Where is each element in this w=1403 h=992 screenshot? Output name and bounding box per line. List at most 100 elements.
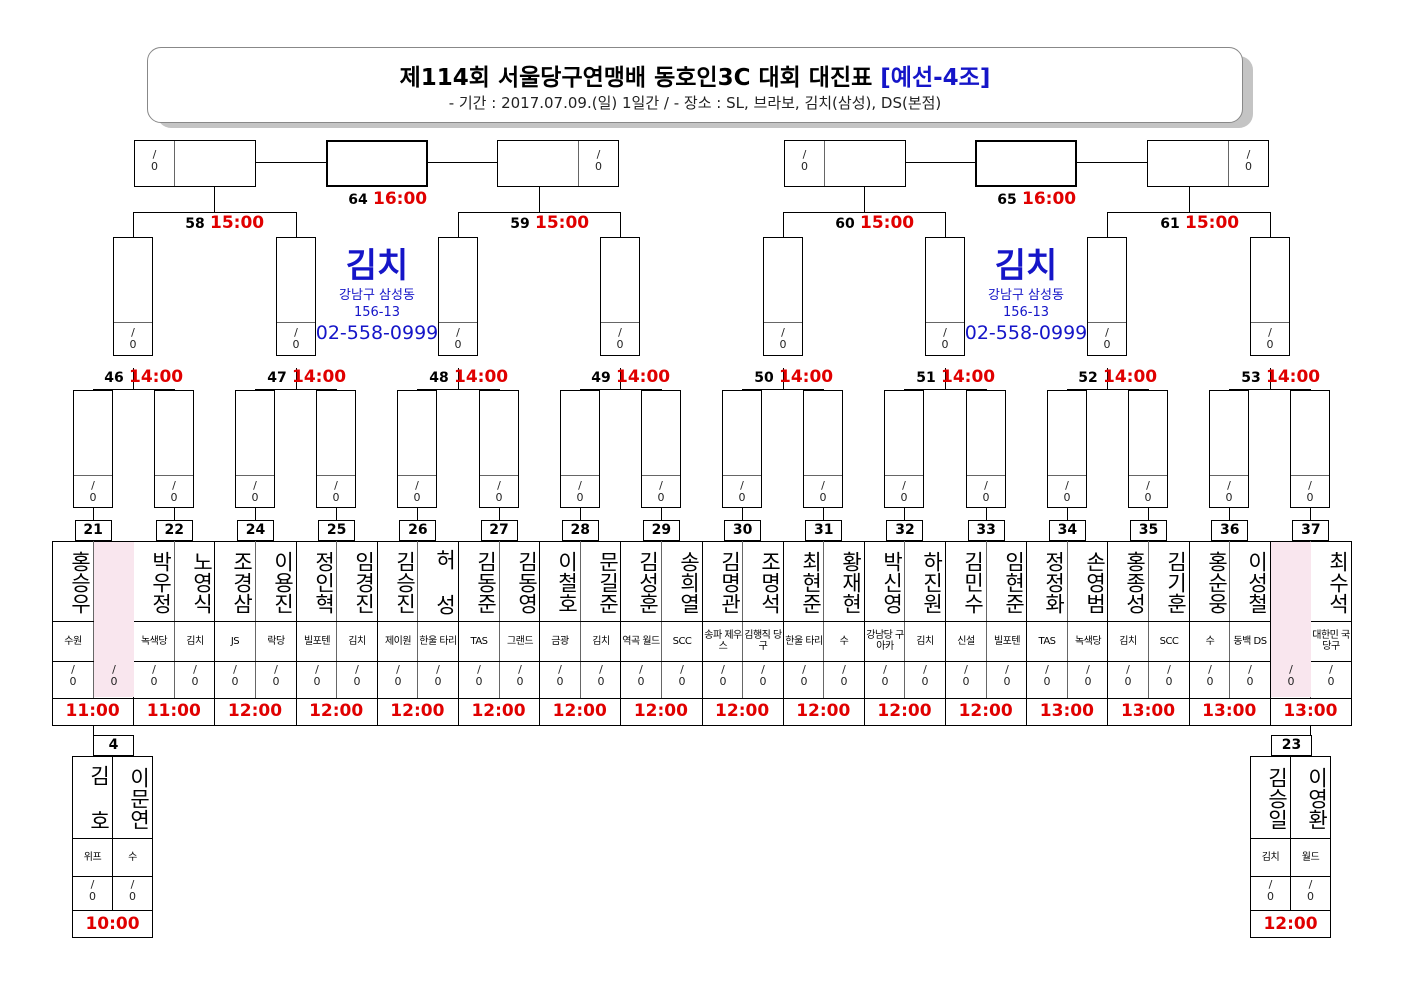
score-cell[interactable]: / 0 (1246, 663, 1254, 688)
score-cell[interactable]: / 0 (1003, 663, 1011, 688)
score-cell[interactable]: / 0 (495, 479, 503, 504)
winner-slot[interactable] (397, 390, 437, 508)
score-cell[interactable]: / 0 (1225, 479, 1233, 504)
winner-slot[interactable] (1128, 390, 1168, 508)
winner-slot[interactable] (1087, 237, 1127, 356)
score-cell[interactable]: / 0 (719, 663, 727, 688)
score-cell[interactable]: / 0 (413, 479, 421, 504)
score-cell[interactable]: / 0 (434, 663, 442, 688)
score-cell[interactable]: / 0 (941, 326, 949, 351)
winner-slot[interactable] (1250, 237, 1290, 356)
score-cell[interactable]: / 0 (556, 663, 564, 688)
score-cell[interactable]: / 0 (1063, 479, 1071, 504)
score-cell[interactable]: / 0 (394, 663, 402, 688)
score-cell[interactable]: / 0 (1307, 878, 1314, 903)
score-cell[interactable]: / 0 (637, 663, 645, 688)
score-cell[interactable]: / 0 (1144, 479, 1152, 504)
winner-slot[interactable] (600, 237, 640, 356)
score-cell[interactable]: / 0 (89, 878, 96, 903)
score-cell[interactable]: / 0 (1266, 326, 1274, 351)
player-name: 김 호 (87, 765, 111, 831)
match-number: 27 (480, 520, 518, 541)
winner-slot[interactable] (235, 390, 275, 508)
score-cell[interactable]: / 0 (595, 148, 602, 173)
score-cell[interactable]: / 0 (1206, 663, 1214, 688)
winner-slot[interactable] (784, 140, 906, 187)
winner-slot[interactable] (73, 390, 113, 508)
score-cell[interactable]: / 0 (129, 878, 136, 903)
winner-slot[interactable] (641, 390, 681, 508)
player-name: 김민수 (961, 550, 985, 614)
grid-line (580, 541, 581, 698)
winner-slot[interactable] (134, 140, 256, 187)
score-cell[interactable]: / 0 (900, 479, 908, 504)
winner-slot[interactable] (113, 237, 153, 356)
winner-slot[interactable] (276, 237, 316, 356)
score-cell[interactable]: / 0 (1165, 663, 1173, 688)
score-cell[interactable]: / 0 (89, 479, 97, 504)
winner-slot[interactable] (497, 140, 619, 187)
score-cell[interactable]: / 0 (231, 663, 239, 688)
score-cell[interactable]: / 0 (454, 326, 462, 351)
score-cell[interactable]: / 0 (110, 663, 118, 688)
score-cell[interactable]: / 0 (516, 663, 524, 688)
winner-slot[interactable] (438, 237, 478, 356)
winner-slot[interactable] (479, 390, 519, 508)
score-cell[interactable]: / 0 (881, 663, 889, 688)
winner-slot[interactable] (1047, 390, 1087, 508)
score-cell[interactable]: / 0 (616, 326, 624, 351)
score-cell[interactable]: / 0 (1084, 663, 1092, 688)
winner-slot[interactable] (975, 140, 1077, 187)
winner-slot[interactable] (154, 390, 194, 508)
score-cell[interactable]: / 0 (840, 663, 848, 688)
score-cell[interactable]: / 0 (150, 663, 158, 688)
score-cell[interactable]: / 0 (332, 479, 340, 504)
score-cell[interactable]: / 0 (1043, 663, 1051, 688)
score-cell[interactable]: / 0 (678, 663, 686, 688)
winner-slot[interactable] (884, 390, 924, 508)
score-cell[interactable]: / 0 (170, 479, 178, 504)
score-cell[interactable]: / 0 (819, 479, 827, 504)
winner-slot[interactable] (560, 390, 600, 508)
score-cell[interactable]: / 0 (759, 663, 767, 688)
score-cell[interactable]: / 0 (921, 663, 929, 688)
score-cell[interactable]: / 0 (1245, 148, 1252, 173)
score-cell[interactable]: / 0 (1124, 663, 1132, 688)
winner-slot[interactable] (803, 390, 843, 508)
score-cell[interactable]: / 0 (597, 663, 605, 688)
score-cell[interactable]: / 0 (313, 663, 321, 688)
score-cell[interactable]: / 0 (800, 663, 808, 688)
score-cell[interactable]: / 0 (191, 663, 199, 688)
winner-slot[interactable] (966, 390, 1006, 508)
score-cell[interactable]: / 0 (1306, 479, 1314, 504)
score-cell[interactable]: / 0 (1287, 663, 1295, 688)
score-cell[interactable]: / 0 (801, 148, 808, 173)
score-cell[interactable]: / 0 (292, 326, 300, 351)
score-cell[interactable]: / 0 (962, 663, 970, 688)
score-cell[interactable]: / 0 (129, 326, 137, 351)
score-cell[interactable]: / 0 (69, 663, 77, 688)
connector-line (904, 508, 905, 521)
winner-slot[interactable] (722, 390, 762, 508)
score-cell[interactable]: / 0 (982, 479, 990, 504)
score-cell[interactable]: / 0 (576, 479, 584, 504)
winner-slot[interactable] (1147, 140, 1269, 187)
score-cell[interactable]: / 0 (738, 479, 746, 504)
winner-slot[interactable] (1290, 390, 1330, 508)
score-cell[interactable]: / 0 (1267, 878, 1274, 903)
score-cell[interactable]: / 0 (151, 148, 158, 173)
score-cell[interactable]: / 0 (272, 663, 280, 688)
winner-slot[interactable] (1209, 390, 1249, 508)
winner-slot[interactable] (925, 237, 965, 356)
connector-line (93, 508, 94, 521)
score-cell[interactable]: / 0 (657, 479, 665, 504)
score-cell[interactable]: / 0 (353, 663, 361, 688)
winner-slot[interactable] (316, 390, 356, 508)
score-cell[interactable]: / 0 (779, 326, 787, 351)
score-cell[interactable]: / 0 (1327, 663, 1335, 688)
score-cell[interactable]: / 0 (1103, 326, 1111, 351)
score-cell[interactable]: / 0 (251, 479, 259, 504)
winner-slot[interactable] (326, 140, 428, 187)
match-time: 14:00 (779, 367, 834, 387)
score-cell[interactable]: / 0 (475, 663, 483, 688)
